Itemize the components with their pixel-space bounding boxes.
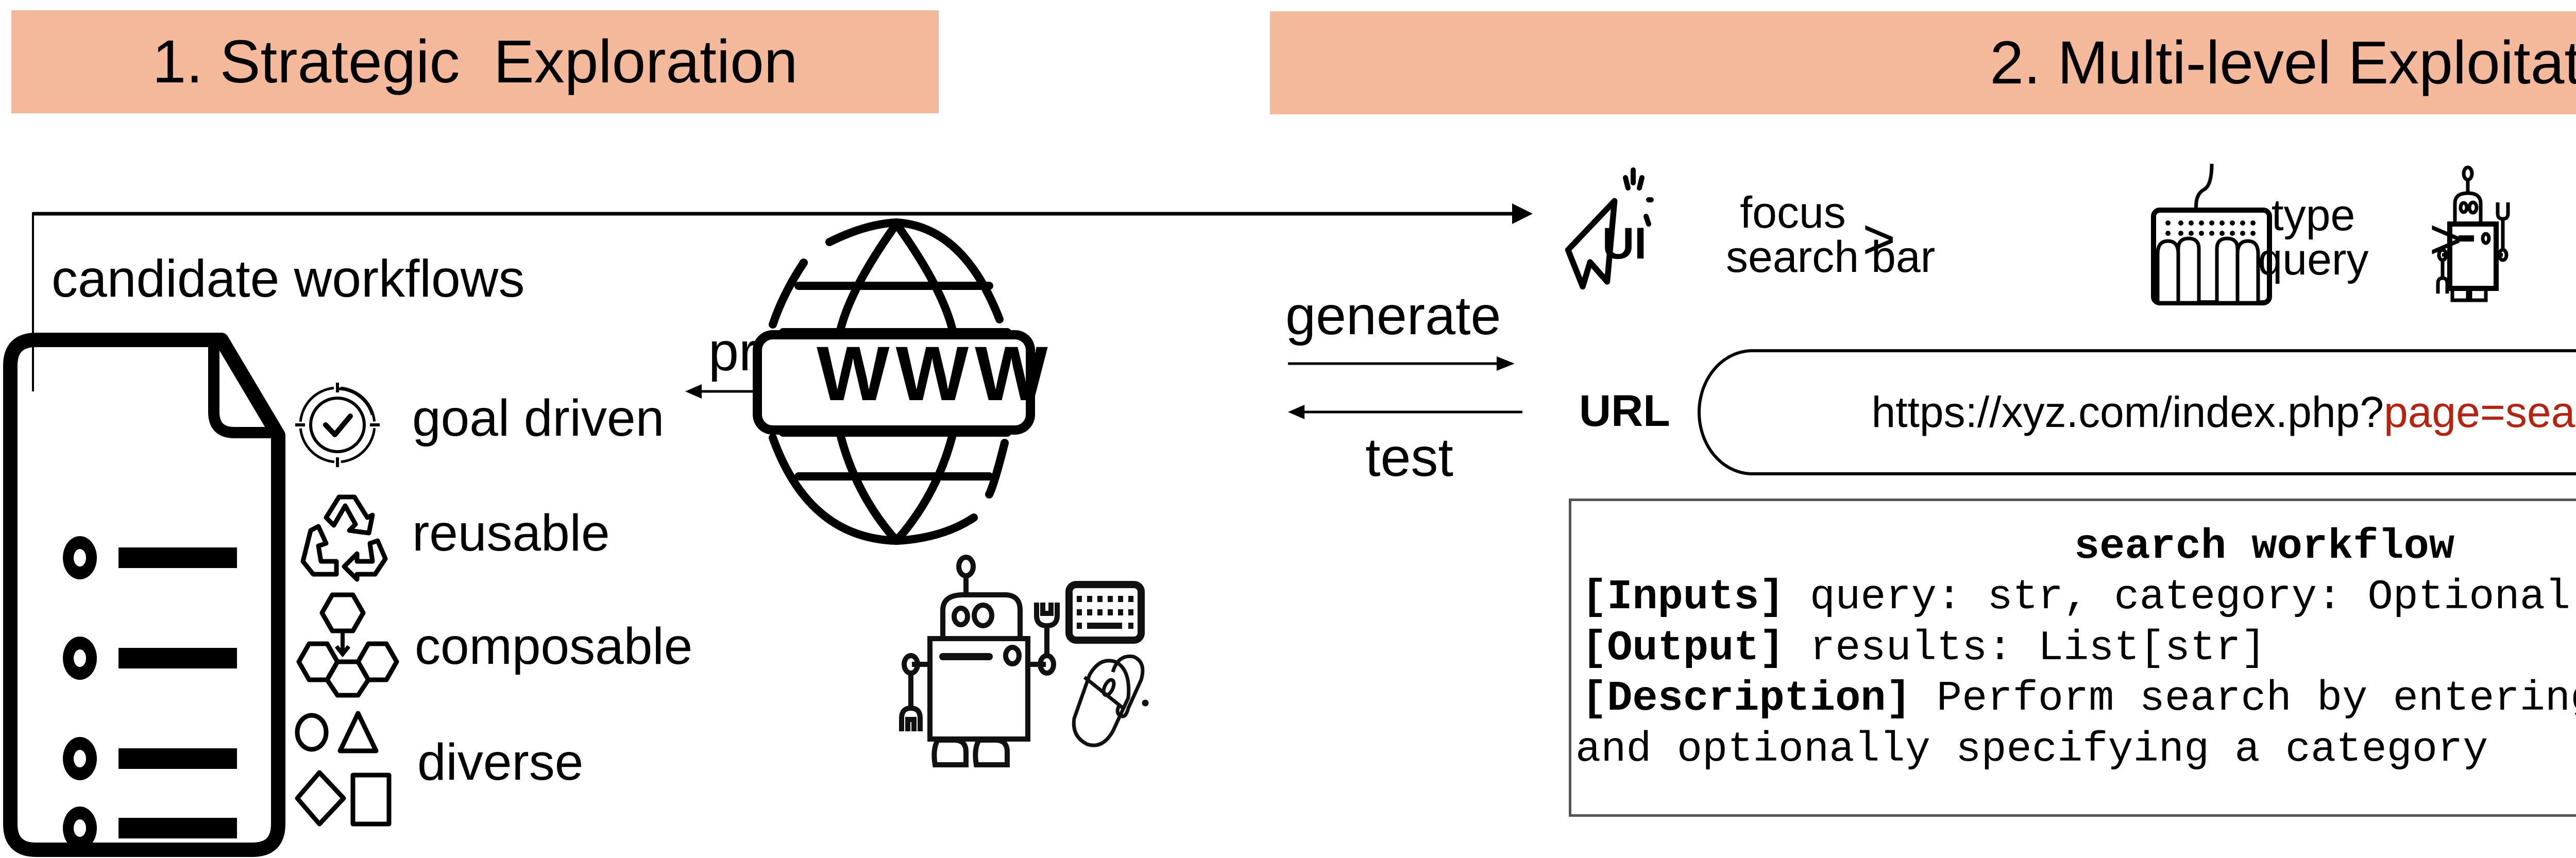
- test-arrow: [1288, 405, 1522, 419]
- property-goal-driven: goal driven: [412, 389, 665, 447]
- cursor-click-icon: [1565, 167, 1654, 290]
- ui-separator-1: >: [1862, 208, 1896, 271]
- workflow-inputs-key: [Inputs]: [1582, 573, 1785, 622]
- workflow-output-key: [Output]: [1582, 624, 1785, 672]
- keyboard-icon: [2151, 163, 2272, 305]
- ui-step-2-text: type query: [2257, 193, 2370, 282]
- section-header-exploration-text: 1. Strategic Exploration: [152, 28, 798, 96]
- hexagon-compose-icon: [296, 592, 399, 698]
- ui-step-1-text: focus search bar: [1726, 188, 1936, 282]
- target-check-icon: [295, 383, 380, 467]
- test-label: test: [1365, 427, 1453, 488]
- shapes-icon: [295, 711, 392, 827]
- robot-agent-icon: [899, 555, 1149, 767]
- candidate-workflows-label: candidate workflows: [52, 249, 525, 308]
- section-header-exploration: 1. Strategic Exploration: [11, 10, 939, 113]
- url-base: https://xyz.com/index.php?: [1871, 388, 2384, 436]
- ui-step-2-line-1: type: [2271, 191, 2355, 240]
- ui-step-2-line-2: query: [2258, 235, 2369, 284]
- url-template-box: https://xyz.com/index.php?page=search&q=…: [1698, 349, 2576, 475]
- robot-icon: [2436, 165, 2510, 302]
- url-params: page=search&q=<query>&cat=<category>: [2384, 388, 2576, 436]
- property-diverse: diverse: [417, 733, 584, 791]
- ui-step-1-line-2: search bar: [1726, 232, 1936, 282]
- workflow-output-value: results: List[str]: [1784, 624, 2266, 672]
- workflow-description-cont: and optionally specifying a category: [1575, 725, 2488, 774]
- document-list-icon: [3, 333, 285, 857]
- property-reusable: reusable: [412, 504, 610, 562]
- workflow-description-key: [Description]: [1582, 675, 1911, 723]
- search-workflow-card: search workflow [Inputs] query: str, cat…: [1569, 499, 2576, 817]
- generate-label: generate: [1285, 285, 1501, 346]
- workflow-description: [Description] Perform search by entering…: [1571, 674, 2576, 724]
- property-composable: composable: [415, 617, 693, 675]
- workflow-description-value: Perform search by entering query: [1936, 675, 2576, 723]
- www-globe-icon: [753, 218, 1035, 545]
- workflow-title: search workflow: [2074, 523, 2455, 571]
- url-level-label: URL: [1579, 386, 1670, 436]
- www-label: WWW: [817, 330, 1054, 417]
- workflow-inputs: [Inputs] query: str, category: Optional[…: [1571, 572, 2576, 623]
- workflow-inputs-value: query: str, category: Optional[enum[…]]: [1809, 573, 2576, 622]
- section-header-exploitation: 2. Multi-level Exploitation: [1270, 11, 2576, 114]
- generate-arrow: [1288, 356, 1515, 371]
- section-header-exploitation-text: 2. Multi-level Exploitation: [1990, 29, 2576, 97]
- recycle-icon: [300, 494, 388, 582]
- workflow-output: [Output] results: List[str]: [1571, 623, 2576, 674]
- ui-step-1-line-1: focus: [1740, 188, 1846, 237]
